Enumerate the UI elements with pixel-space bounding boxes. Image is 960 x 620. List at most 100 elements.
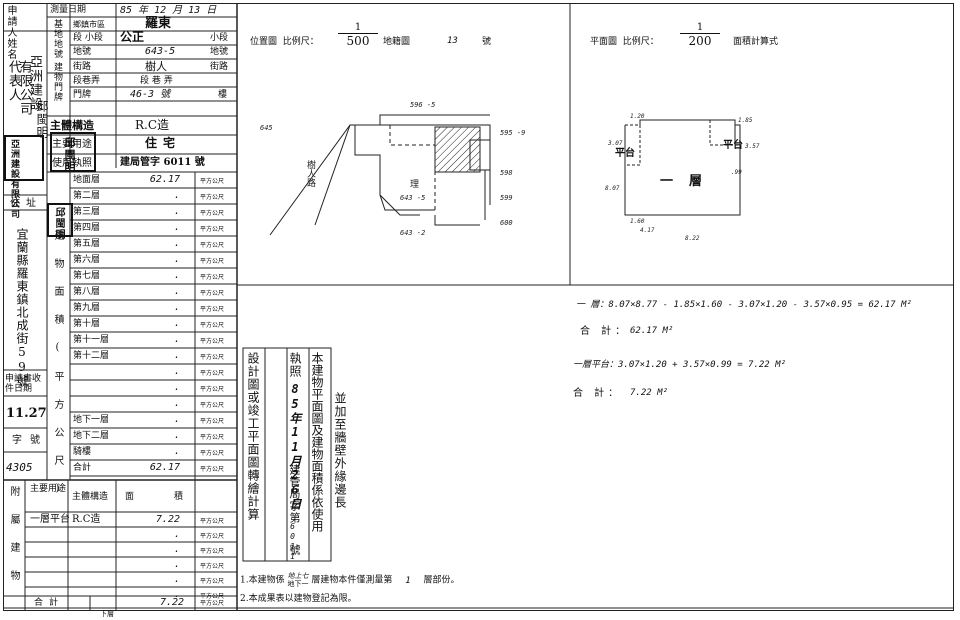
- annex-structure: R.C造: [72, 514, 101, 525]
- floor-area-unit: 平方公尺: [200, 306, 225, 313]
- dim-099: .99: [731, 169, 742, 176]
- survey-sheet: [3, 3, 954, 611]
- dim-1-20: 1.20: [630, 113, 645, 120]
- number-plate-value: 46-3 號: [130, 89, 171, 100]
- dim-3-07: 3.07: [607, 140, 623, 147]
- lot-suffix: 地號: [210, 47, 229, 57]
- floor-name: 第十二層: [73, 351, 110, 361]
- floor-area-value: .: [173, 382, 180, 393]
- floor-area-value: .: [173, 366, 180, 377]
- floor-name: 第八層: [73, 287, 101, 297]
- floor-name: 地下一層: [73, 415, 110, 425]
- annex-total-value: 7.22: [160, 597, 185, 608]
- cert-col-4: 並加至牆壁外緣邊長: [333, 392, 347, 509]
- floor-area-value: .: [173, 334, 180, 345]
- cadastral-suffix: 號: [482, 37, 492, 47]
- cert-col-3: 設計圖或竣工平面圖轉繪計算: [246, 352, 260, 521]
- footer-partial: 下層: [100, 610, 114, 618]
- floor-name: 第三層: [73, 207, 101, 217]
- floor-name: 地面層: [73, 175, 101, 185]
- floor-plan-drawing: 1.20 1.85 3.07 3.57 .99 8.07 1.60 8.22 4…: [605, 113, 760, 242]
- dim-4-17: 4.17: [640, 227, 655, 234]
- floor-area-value: .: [173, 414, 180, 425]
- cadastral-label: 地籍圖: [383, 37, 411, 47]
- floor-area-unit: 平方公尺: [200, 210, 225, 217]
- dim-8-22: 8.22: [685, 235, 700, 242]
- floor-area-value: 62.17: [149, 174, 180, 185]
- floor-area-value: .: [173, 302, 180, 313]
- annex-label: 附屬建物: [8, 486, 19, 598]
- floor-area-unit: 平方公尺: [200, 194, 225, 201]
- dim-3-57: 3.57: [744, 143, 760, 150]
- application-date-value: 11.27: [6, 406, 47, 421]
- note-1: 1.本建物係 地上七地下一 層建物本件僅測量第 1 層部份。: [240, 572, 460, 588]
- annex-area-unit: 平方公尺: [200, 593, 225, 600]
- annex-area-value: .: [173, 559, 180, 570]
- small-seal: 邱閩明: [47, 203, 73, 240]
- floor-area-unit: 平方公尺: [200, 274, 225, 281]
- lane-value: 段 巷 弄: [140, 76, 173, 86]
- floor-area-unit: 平方公尺: [200, 178, 225, 185]
- area-group-label: 建物面積(平方公尺): [52, 230, 63, 512]
- address-label: 住址: [10, 198, 42, 209]
- calc-line-3: 一層平台：3.07×1.20 + 3.57×0.99 = 7.22 M²: [573, 360, 786, 370]
- floor-area-unit: 平方公尺: [200, 338, 225, 345]
- annex-structure-header: 主體構造: [72, 492, 109, 502]
- number-plate-label: 門牌: [73, 90, 92, 100]
- floor-area-unit: 平方公尺: [200, 418, 225, 425]
- floor-name: 地下二層: [73, 431, 110, 441]
- floor-area-value: .: [173, 318, 180, 329]
- annex-area-header: 面積: [125, 492, 224, 502]
- calc-line-1: 一 層：8.07×8.77 - 1.85×1.60 - 3.07×1.20 - …: [576, 300, 912, 310]
- floor-area-value: 62.17: [149, 462, 180, 473]
- annex-use: 一層平台: [30, 514, 70, 525]
- floor-area-unit: 平方公尺: [200, 290, 225, 297]
- annex-area-unit: 平方公尺: [200, 533, 225, 540]
- floor-area-unit: 平方公尺: [200, 450, 225, 457]
- dim-1-85: 1.85: [738, 117, 753, 124]
- street-label: 街路: [73, 62, 92, 72]
- structure-label: 主體構造: [50, 119, 94, 132]
- floor-area-value: .: [173, 222, 180, 233]
- calc-total-1-value: 62.17 M²: [630, 326, 674, 336]
- floor-area-unit: 平方公尺: [200, 354, 225, 361]
- lot-label-595: 595 -9: [500, 129, 525, 137]
- lot-value: 643-5: [145, 46, 176, 57]
- annex-area-value: 7.22: [155, 514, 180, 525]
- position-map-title: 位置圖 比例尺：: [250, 37, 319, 47]
- floor-area-value: .: [173, 206, 180, 217]
- applicant-label: 申請人姓名: [5, 5, 16, 60]
- lane-label: 段巷弄: [73, 76, 101, 86]
- annex-area-value: .: [173, 574, 180, 585]
- room-label: 一層: [660, 174, 719, 189]
- annex-total-label: 合計: [34, 598, 65, 608]
- representative-seal: 邱閩明: [50, 132, 96, 173]
- floor-area-value: .: [173, 430, 180, 441]
- permit-value: 建局管字 6011 號: [120, 157, 205, 168]
- floor-name: 第十一層: [73, 335, 110, 345]
- company-seal: 亞洲建設有限公司: [4, 135, 44, 219]
- number-value: 4305: [6, 461, 33, 474]
- lot-label-645: 645: [260, 124, 273, 132]
- street-value: 樹人: [145, 60, 167, 73]
- floor-area-value: .: [173, 190, 180, 201]
- floor-area-value: .: [173, 398, 180, 409]
- floor-area-unit: 平方公尺: [200, 370, 225, 377]
- street-label-map: 樹人路: [305, 159, 316, 188]
- township-label: 鄉鎮市區: [73, 20, 105, 29]
- dim-8-07: 8.07: [605, 185, 620, 192]
- floor-area-unit: 平方公尺: [200, 402, 225, 409]
- section-value: 公正: [120, 30, 145, 44]
- number-label: 字號: [12, 435, 48, 446]
- floor-name: 第六層: [73, 255, 101, 265]
- floor-name: 第五層: [73, 239, 101, 249]
- floor-plan-title: 平面圖 比例尺：: [590, 37, 659, 47]
- lot-label: 地號: [73, 47, 92, 57]
- annex-use-header: 主要用途: [30, 484, 67, 494]
- note-2: 2.本成果表以建物登記為限。: [240, 594, 357, 604]
- applicant-name-3: 代表人: [6, 60, 21, 102]
- door-label: 建物門牌: [52, 62, 62, 102]
- floor-name: 騎樓: [73, 447, 92, 457]
- position-map-scale: 1 500: [338, 22, 378, 48]
- floor-area-value: .: [173, 350, 180, 361]
